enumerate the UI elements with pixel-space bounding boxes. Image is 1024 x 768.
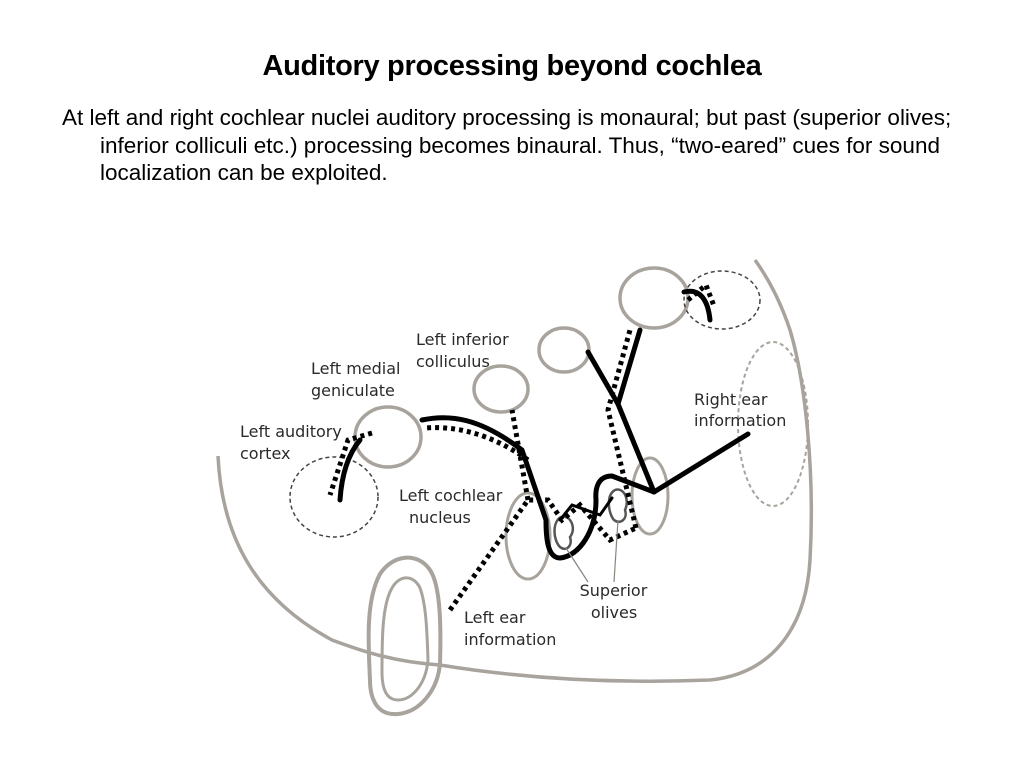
superior-olive-pointer-right (613, 519, 619, 583)
label-left-medial-geniculate: Left medial geniculate (311, 359, 406, 400)
left-cochlear-nucleus-shape (504, 491, 552, 581)
left-superior-olive (553, 515, 575, 551)
right-medial-geniculate-shape (618, 266, 690, 330)
slide-title: Auditory processing beyond cochlea (262, 50, 762, 82)
left-ear-pathway-to-geniculate (424, 425, 530, 463)
left-ear-pathway (447, 497, 638, 612)
right-ear-pathway-to-cortex (681, 288, 713, 323)
label-left-inferior-colliculus: Left inferior colliculus (416, 330, 514, 371)
right-auditory-cortex-region (683, 270, 761, 330)
left-auditory-cortex-region (289, 456, 379, 538)
label-right-ear-information: Right ear information (694, 390, 786, 430)
label-left-ear-information: Left ear information (464, 608, 556, 649)
ear-outline-inner (380, 576, 430, 702)
right-superior-olive (607, 488, 629, 524)
left-medial-geniculate-shape (353, 405, 423, 469)
ear-outline-outer (366, 555, 443, 717)
left-cortex-solid-segment (337, 437, 363, 503)
right-ear-pathway (419, 415, 751, 561)
left-ear-pathway-right-branch (605, 329, 639, 529)
label-left-cochlear-nucleus: Left cochlear nucleus (399, 486, 507, 527)
superior-olive-pointer-left (565, 547, 589, 583)
right-ear-region (737, 341, 809, 507)
left-cortex-dotted-segment (327, 430, 373, 496)
label-superior-olives: Superior olives (580, 581, 653, 622)
right-inferior-colliculus-shape (537, 326, 591, 374)
slide-body-text: At left and right cochlear nuclei audito… (62, 105, 952, 185)
label-left-auditory-cortex: Left auditory cortex (240, 422, 347, 463)
right-cochlear-nucleus-shape (630, 456, 670, 536)
left-inferior-colliculus-shape (472, 364, 530, 414)
